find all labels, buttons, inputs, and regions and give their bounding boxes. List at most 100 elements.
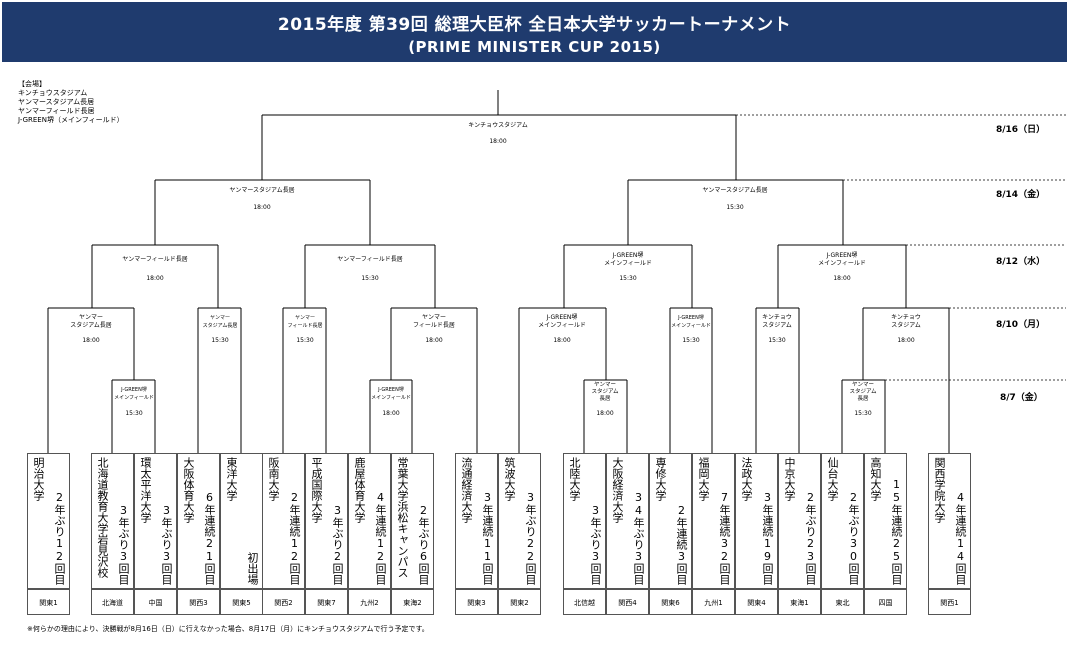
team-status: 3年ぶり22回目 — [524, 491, 537, 585]
r16-venue: ヤンマー スタジアム長居 — [202, 315, 238, 329]
round-date: 8/12（水） — [996, 257, 1046, 267]
r1-venue: ヤンマー スタジアム 長居 — [849, 382, 877, 402]
team-region: 九州2 — [348, 589, 391, 615]
venue-legend-item: J-GREEN堺（メインフィールド） — [18, 116, 124, 124]
team-card: 高知大学 15年連続25回目 — [864, 453, 907, 589]
team-card: 関西学院大学 4年連続14回目 — [928, 453, 971, 589]
r16-venue: キンチョウ スタジアム — [891, 314, 921, 329]
team-name: 環太平洋大学 — [139, 457, 152, 523]
team-status: 4年連続14回目 — [954, 491, 967, 585]
r1-time: 15:30 — [854, 410, 872, 417]
team-card: 阪南大学 2年連続12回目 — [262, 453, 305, 589]
team-region: 関東1 — [27, 589, 70, 615]
venue-legend: 【会場】 キンチョウスタジアム ヤンマースタジアム長居 ヤンマーフィールド長居 … — [18, 80, 124, 125]
r16-venue: ヤンマー スタジアム長居 — [70, 314, 112, 329]
team-name: 大阪体育大学 — [182, 457, 195, 523]
quarter-time: 18:00 — [146, 275, 164, 282]
final-venue: キンチョウスタジアム — [468, 122, 528, 129]
team-name: 鹿屋体育大学 — [353, 457, 366, 523]
team-name: 福岡大学 — [697, 457, 710, 501]
team-card: 東洋大学 初出場 — [220, 453, 263, 589]
team-status: 初出場 — [246, 552, 259, 585]
team-region: 関東7 — [305, 589, 348, 615]
team-name: 東洋大学 — [225, 457, 238, 501]
final-time: 18:00 — [489, 138, 507, 145]
team-region: 九州1 — [692, 589, 735, 615]
team-region: 東北 — [821, 589, 864, 615]
team-name: 北陸大学 — [568, 457, 581, 501]
team-status: 6年連続21回目 — [203, 491, 216, 585]
team-status: 2年ぶり23回目 — [804, 491, 817, 585]
team-name: 仙台大学 — [826, 457, 839, 501]
team-card: 明治大学 2年ぶり12回目 — [27, 453, 70, 589]
team-region: 関西1 — [928, 589, 971, 615]
team-name: 北海道教育大学岩見沢校 — [96, 457, 109, 578]
team-region: 関西3 — [177, 589, 220, 615]
venue-legend-item: ヤンマーフィールド長居 — [18, 107, 95, 115]
team-name: 中京大学 — [783, 457, 796, 501]
team-status: 2年連続3回目 — [675, 504, 688, 585]
team-name: 大阪経済大学 — [611, 457, 624, 523]
r16-time: 18:00 — [553, 337, 571, 344]
quarter-time: 15:30 — [619, 275, 637, 282]
team-name: 流通経済大学 — [460, 457, 473, 523]
team-region: 関東6 — [649, 589, 692, 615]
r1-venue: ヤンマー スタジアム 長居 — [591, 382, 619, 402]
team-status: 34年ぶり3回目 — [632, 491, 645, 585]
r16-venue: キンチョウ スタジアム — [762, 314, 792, 329]
team-status: 2年ぶり30回目 — [847, 491, 860, 585]
semi-time: 18:00 — [253, 204, 271, 211]
venue-legend-item: キンチョウスタジアム — [18, 89, 88, 97]
team-status: 2年連続12回目 — [288, 491, 301, 585]
team-card: 平成国際大学 3年ぶり2回目 — [305, 453, 348, 589]
team-card: 福岡大学 7年連続32回目 — [692, 453, 735, 589]
team-region: 東海1 — [778, 589, 821, 615]
team-name: 高知大学 — [869, 457, 882, 501]
team-card: 鹿屋体育大学 4年連続12回目 — [348, 453, 391, 589]
r16-venue: ヤンマー フィールド長居 — [287, 315, 323, 329]
round-date: 8/7（金） — [1000, 393, 1043, 403]
r16-time: 15:30 — [682, 337, 700, 344]
team-name: 平成国際大学 — [310, 457, 323, 523]
team-region: 中国 — [134, 589, 177, 615]
r16-time: 15:30 — [211, 337, 229, 344]
team-card: 環太平洋大学 3年ぶり3回目 — [134, 453, 177, 589]
quarter-venue: J-GREEN堺 メインフィールド — [818, 252, 866, 267]
round-date: 8/16（日） — [996, 125, 1046, 135]
team-status: 3年ぶり3回目 — [589, 504, 602, 585]
team-region: 関西2 — [262, 589, 305, 615]
team-card: 北海道教育大学岩見沢校 3年ぶり3回目 — [91, 453, 134, 589]
r1-time: 18:00 — [596, 410, 614, 417]
team-status: 7年連続32回目 — [718, 491, 731, 585]
r16-time: 18:00 — [425, 337, 443, 344]
quarter-time: 18:00 — [833, 275, 851, 282]
r1-venue: J-GREEN堺 メインフィールド — [371, 387, 411, 401]
team-card: 法政大学 3年連続19回目 — [735, 453, 778, 589]
team-name: 明治大学 — [32, 457, 45, 501]
quarter-venue: ヤンマーフィールド長居 — [337, 256, 403, 263]
team-region: 北信越 — [563, 589, 606, 615]
team-name: 常葉大学浜松キャンパス — [396, 457, 409, 578]
team-card: 北陸大学 3年ぶり3回目 — [563, 453, 606, 589]
team-region: 関東5 — [220, 589, 263, 615]
r1-time: 15:30 — [125, 410, 143, 417]
team-name: 筑波大学 — [503, 457, 516, 501]
team-status: 15年連続25回目 — [890, 478, 903, 585]
team-status: 3年連続11回目 — [481, 491, 494, 585]
r16-venue: J-GREEN堺 メインフィールド — [671, 315, 711, 329]
team-card: 専修大学 2年連続3回目 — [649, 453, 692, 589]
round-date: 8/14（金） — [996, 190, 1046, 200]
quarter-venue: ヤンマーフィールド長居 — [122, 256, 188, 263]
footnote: ※何らかの理由により、決勝戦が8月16日（日）に行えなかった場合、8月17日（月… — [27, 625, 429, 633]
page-subtitle: (PRIME MINISTER CUP 2015) — [408, 38, 661, 56]
quarter-venue: J-GREEN堺 メインフィールド — [604, 252, 652, 267]
title-banner: 2015年度 第39回 総理大臣杯 全日本大学サッカートーナメント (PRIME… — [2, 2, 1067, 62]
team-region: 関東3 — [455, 589, 498, 615]
team-status: 4年連続12回目 — [374, 491, 387, 585]
team-name: 法政大学 — [740, 457, 753, 501]
team-card: 大阪体育大学 6年連続21回目 — [177, 453, 220, 589]
r1-venue: J-GREEN堺 メインフィールド — [114, 387, 154, 401]
quarter-time: 15:30 — [361, 275, 379, 282]
team-status: 3年ぶり2回目 — [331, 504, 344, 585]
